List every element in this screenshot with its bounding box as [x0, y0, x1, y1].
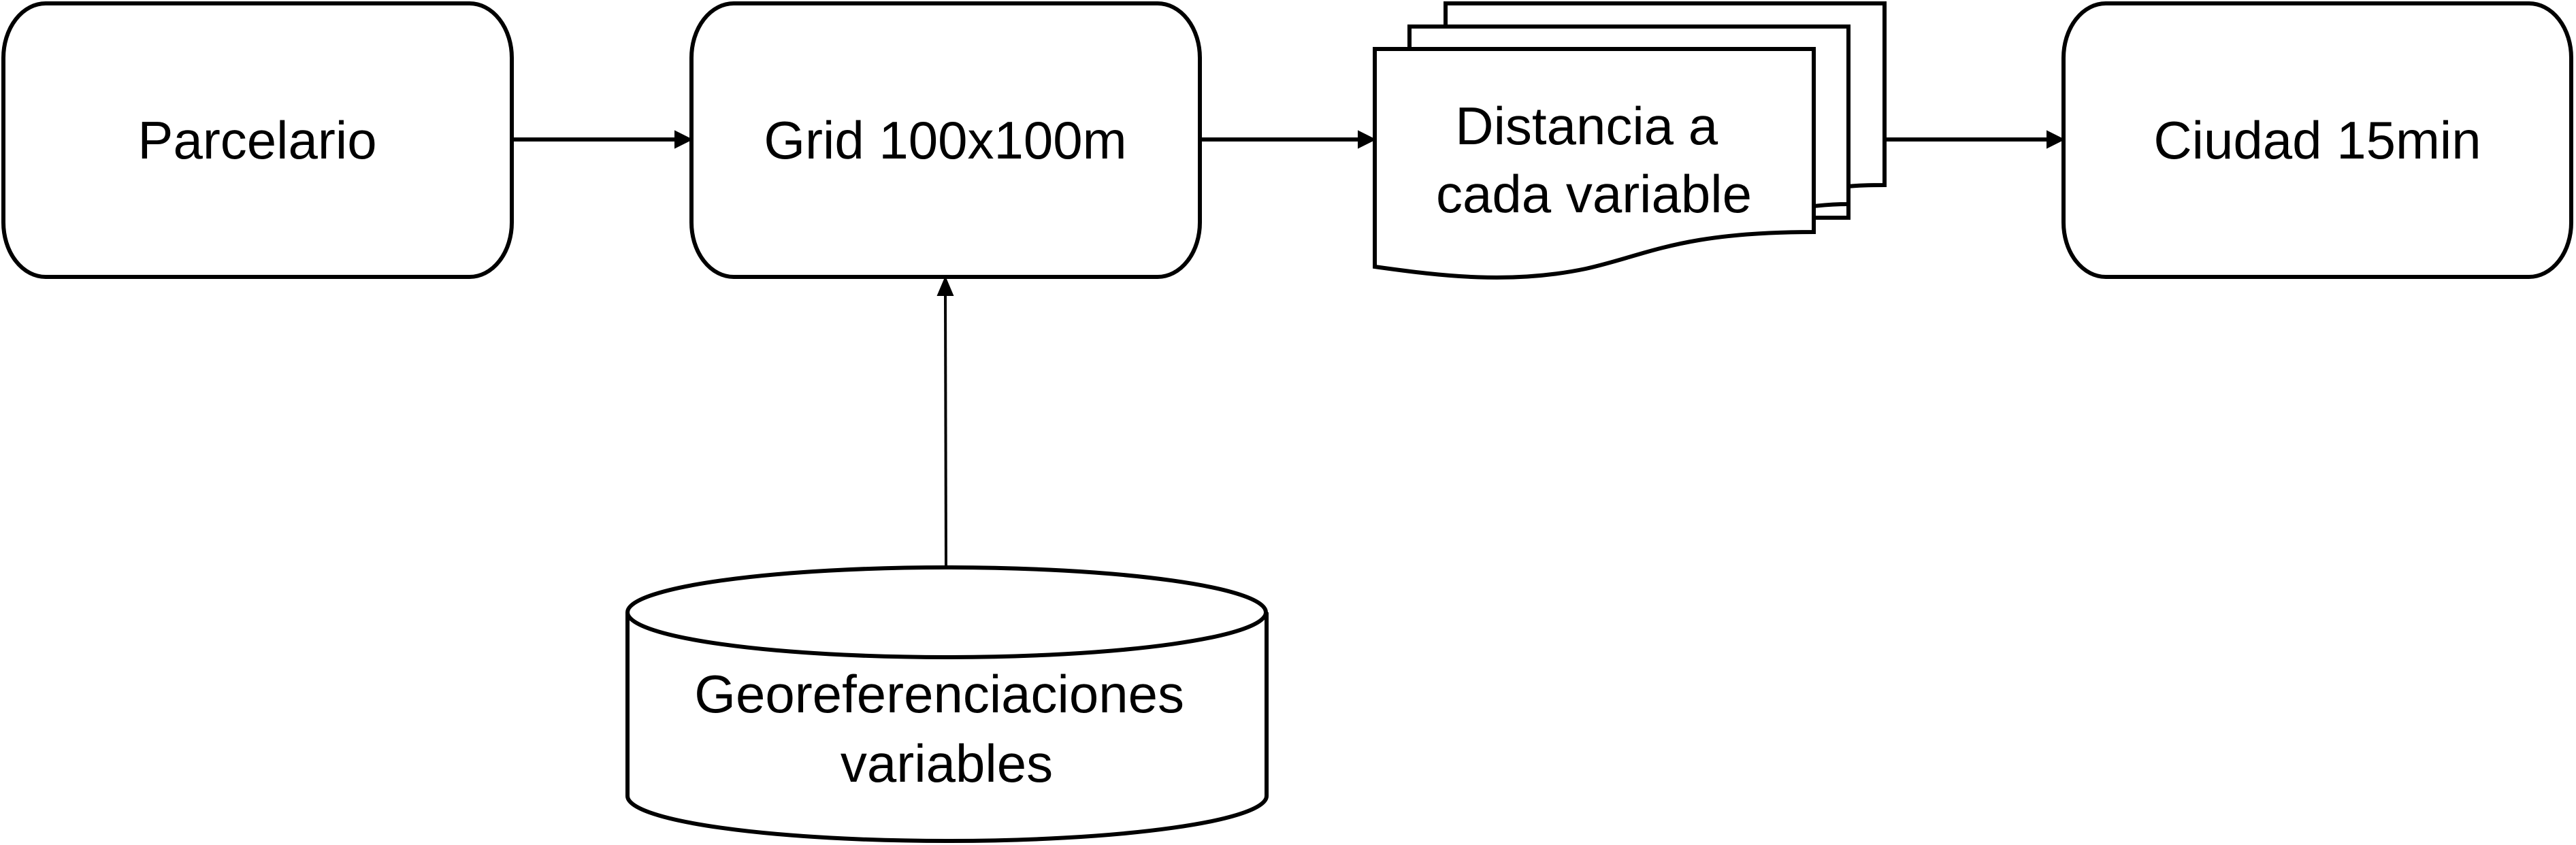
- node-label: Grid 100x100m: [764, 110, 1126, 170]
- node-distancia[interactable]: Distancia a cada variable: [1373, 1, 1887, 280]
- edge-grid-to-distancia: [1200, 130, 1377, 149]
- node-ciudad[interactable]: Ciudad 15min: [2061, 1, 2573, 279]
- node-label: Ciudad 15min: [2153, 110, 2481, 170]
- node-label-line: Distancia a: [1455, 96, 1718, 156]
- process-box: [1, 1, 514, 279]
- edge-parcelario-to-grid: [512, 130, 694, 149]
- node-label: Georeferenciaciones variables: [694, 664, 1199, 793]
- edge-distancia-to-ciudad: [1885, 130, 2066, 149]
- node-label-line: variables: [841, 733, 1053, 793]
- process-box: [689, 1, 1202, 279]
- node-label-line: Georeferenciaciones: [694, 664, 1184, 724]
- process-box: [2061, 1, 2573, 279]
- connector-line: [944, 292, 947, 567]
- database-cylinder-top: [625, 565, 1268, 659]
- edge-georef-to-grid: [936, 276, 954, 567]
- arrowhead-icon: [674, 130, 694, 149]
- document-sheet-front: [1373, 47, 1816, 280]
- node-label-line: cada variable: [1436, 164, 1752, 224]
- database-cylinder-body: [625, 612, 1269, 844]
- arrowhead-icon: [936, 276, 954, 296]
- node-parcelario[interactable]: Parcelario: [1, 1, 514, 279]
- node-georef[interactable]: Georeferenciaciones variables: [625, 565, 1269, 844]
- arrowhead-icon: [2047, 130, 2066, 149]
- node-label: Distancia a cada variable: [1436, 96, 1752, 224]
- node-grid[interactable]: Grid 100x100m: [689, 1, 1202, 279]
- node-label: Parcelario: [137, 110, 376, 170]
- arrowhead-icon: [1358, 130, 1377, 149]
